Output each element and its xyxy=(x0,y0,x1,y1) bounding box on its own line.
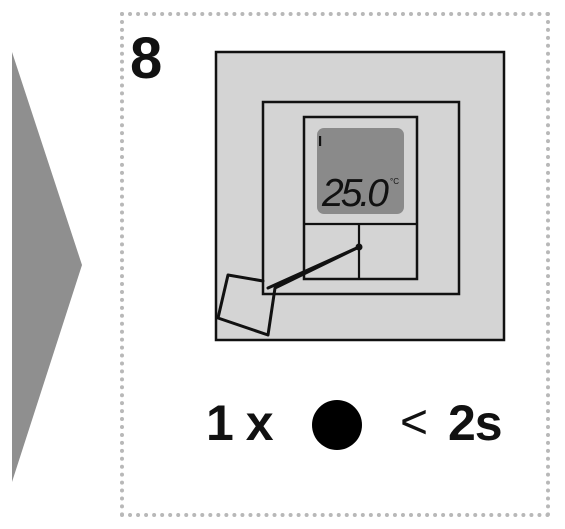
press-count: 1 x xyxy=(206,395,274,451)
filled-circle-icon xyxy=(312,400,362,450)
finger-icon xyxy=(216,243,363,337)
lcd-temperature: 25.0 xyxy=(321,172,389,215)
lcd-display xyxy=(317,128,404,214)
step-frame xyxy=(120,12,550,517)
step-number: 8 xyxy=(130,26,163,91)
lcd-indicator: I xyxy=(318,133,322,150)
less-than-symbol: < xyxy=(400,396,429,449)
press-duration: 2s xyxy=(448,395,503,451)
lcd-unit: °C xyxy=(390,177,399,186)
press-instruction: 1 x < 2s xyxy=(180,388,520,458)
next-step-arrow xyxy=(12,52,82,482)
